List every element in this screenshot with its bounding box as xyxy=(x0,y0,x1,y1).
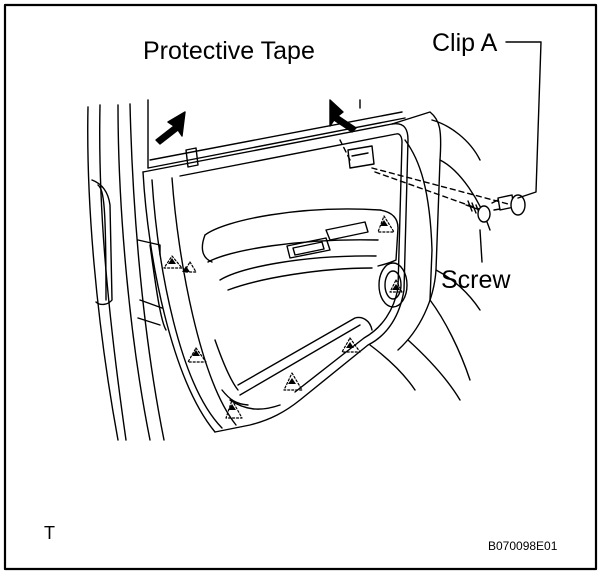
door-inner-edge xyxy=(369,111,491,401)
screw-leader xyxy=(479,229,483,263)
corner-mark: T xyxy=(44,523,55,543)
door-trim-panel xyxy=(142,123,409,433)
clip-marker-fills xyxy=(168,220,400,410)
door-frame-pillar xyxy=(87,103,167,441)
figure-code: B070098E01 xyxy=(488,539,558,553)
protective-tape-label: Protective Tape xyxy=(143,37,315,65)
clip-a-part xyxy=(491,194,526,216)
window-frame xyxy=(147,99,406,169)
clip-a-label: Clip A xyxy=(432,29,498,57)
screw-part xyxy=(465,200,491,223)
install-guide-lines xyxy=(339,139,513,211)
clip-a-leader xyxy=(505,41,542,199)
screw-label: Screw xyxy=(441,266,511,294)
clip-markers xyxy=(163,215,403,419)
figure-border xyxy=(3,3,598,571)
protective-tape-arrows xyxy=(155,99,357,145)
